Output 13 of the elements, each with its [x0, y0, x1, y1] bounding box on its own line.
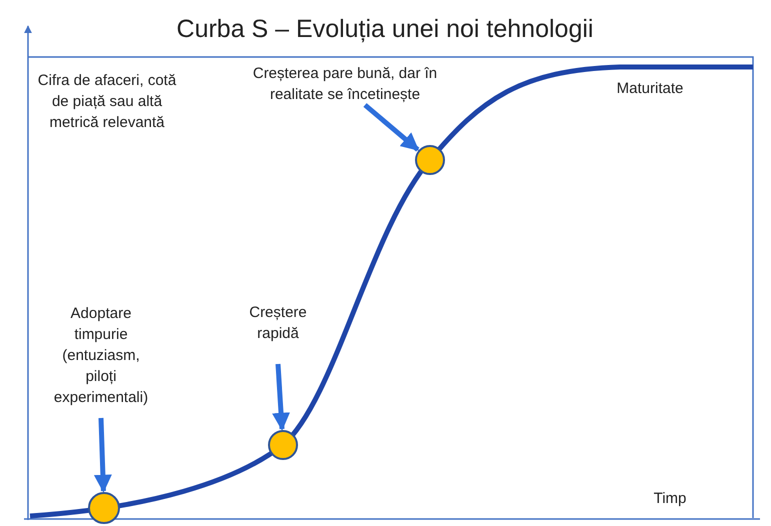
annotation-text: Creștere rapidă	[240, 302, 316, 344]
arrow	[272, 364, 290, 431]
milestone-dot	[88, 492, 120, 524]
arrow	[363, 103, 420, 152]
axis-label: Cifra de afaceri, cotă de piață sau altă metrică relevantă	[36, 71, 178, 133]
axis-label: Timp	[652, 489, 688, 509]
annotation-text: Creșterea pare bună, dar în realitate se încetinește	[245, 63, 445, 105]
phase-label: Maturitate	[616, 79, 684, 99]
milestone-dot	[415, 145, 445, 175]
annotation-text: Adoptare timpurie (entuziasm, piloți experimentali)	[45, 303, 157, 408]
milestone-dot	[268, 430, 298, 460]
arrow	[94, 418, 112, 493]
chart-title: Curba S – Evoluția unei noi tehnologii	[176, 14, 594, 45]
